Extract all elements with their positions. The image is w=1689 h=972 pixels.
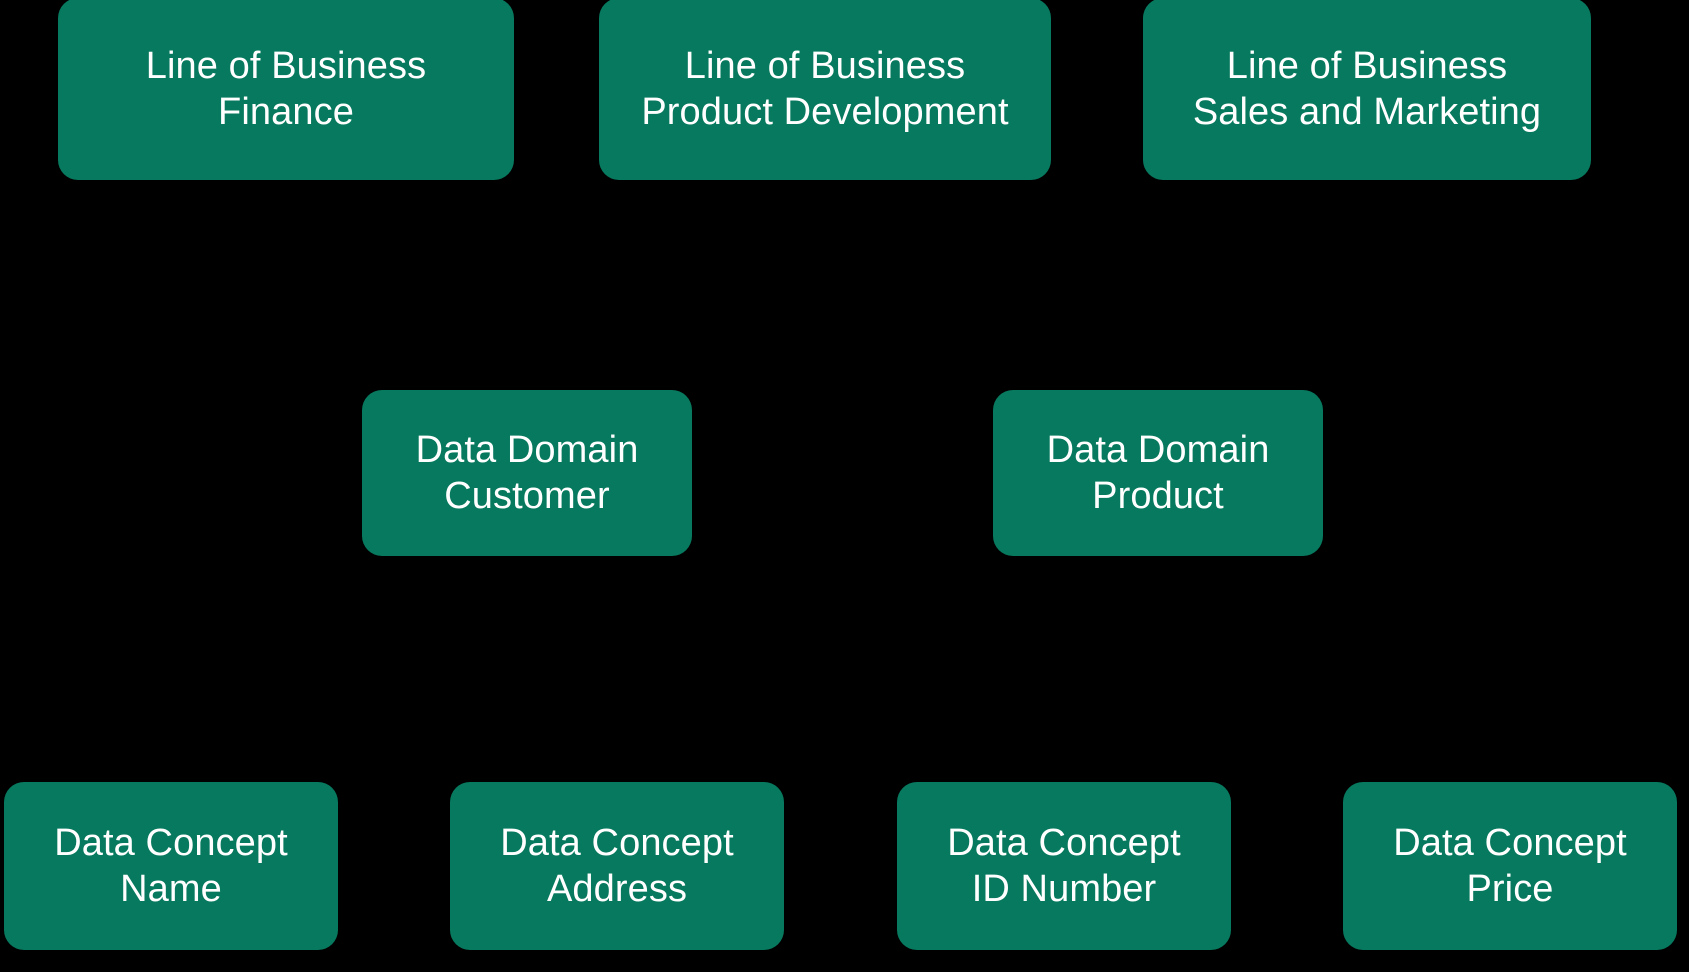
node-type-label: Line of Business xyxy=(145,44,427,87)
node-type-label: Data Concept xyxy=(500,821,734,864)
edge-salesmkt-to-product xyxy=(1156,178,1369,392)
edge-salesmkt-to-customer xyxy=(526,178,1368,392)
node-data-domain-product[interactable]: Data Domain Product xyxy=(993,390,1323,556)
node-data-domain-customer[interactable]: Data Domain Customer xyxy=(362,390,692,556)
node-name-label: Address xyxy=(546,868,688,910)
node-data-concept-name[interactable]: Data Concept Name xyxy=(4,782,338,950)
edge-finance-to-customer xyxy=(285,178,528,392)
edge-customer-to-address xyxy=(525,555,619,783)
node-name-label: Price xyxy=(1466,868,1554,910)
node-name-label: Finance xyxy=(218,91,354,133)
edge-customer-to-name xyxy=(170,554,528,784)
node-line-of-business-sales-and-marketing[interactable]: Line of Business Sales and Marketing xyxy=(1143,0,1591,180)
node-name-label: Product xyxy=(1092,475,1224,517)
node-name-label: ID Number xyxy=(971,868,1157,910)
edge-product-to-price xyxy=(1157,554,1511,784)
node-type-label: Data Concept xyxy=(54,821,288,864)
node-data-concept-id-number[interactable]: Data Concept ID Number xyxy=(897,782,1231,950)
node-type-label: Data Concept xyxy=(1393,821,1627,864)
edge-product-to-idnumber xyxy=(1062,555,1160,783)
node-name-label: Name xyxy=(120,868,222,910)
node-data-concept-address[interactable]: Data Concept Address xyxy=(450,782,784,950)
edge-productdev-to-product xyxy=(824,178,1159,392)
node-type-label: Line of Business xyxy=(684,44,966,87)
node-name-label: Product Development xyxy=(641,91,1009,133)
node-type-label: Data Domain xyxy=(415,428,639,471)
edge-productdev-to-customer xyxy=(526,178,826,392)
node-type-label: Data Domain xyxy=(1046,428,1270,471)
node-type-label: Line of Business xyxy=(1226,44,1508,87)
node-data-concept-price[interactable]: Data Concept Price xyxy=(1343,782,1677,950)
node-line-of-business-product-development[interactable]: Line of Business Product Development xyxy=(599,0,1051,180)
node-name-label: Sales and Marketing xyxy=(1192,91,1542,133)
node-name-label: Customer xyxy=(444,475,610,517)
node-line-of-business-finance[interactable]: Line of Business Finance xyxy=(58,0,514,180)
node-type-label: Data Concept xyxy=(947,821,1181,864)
